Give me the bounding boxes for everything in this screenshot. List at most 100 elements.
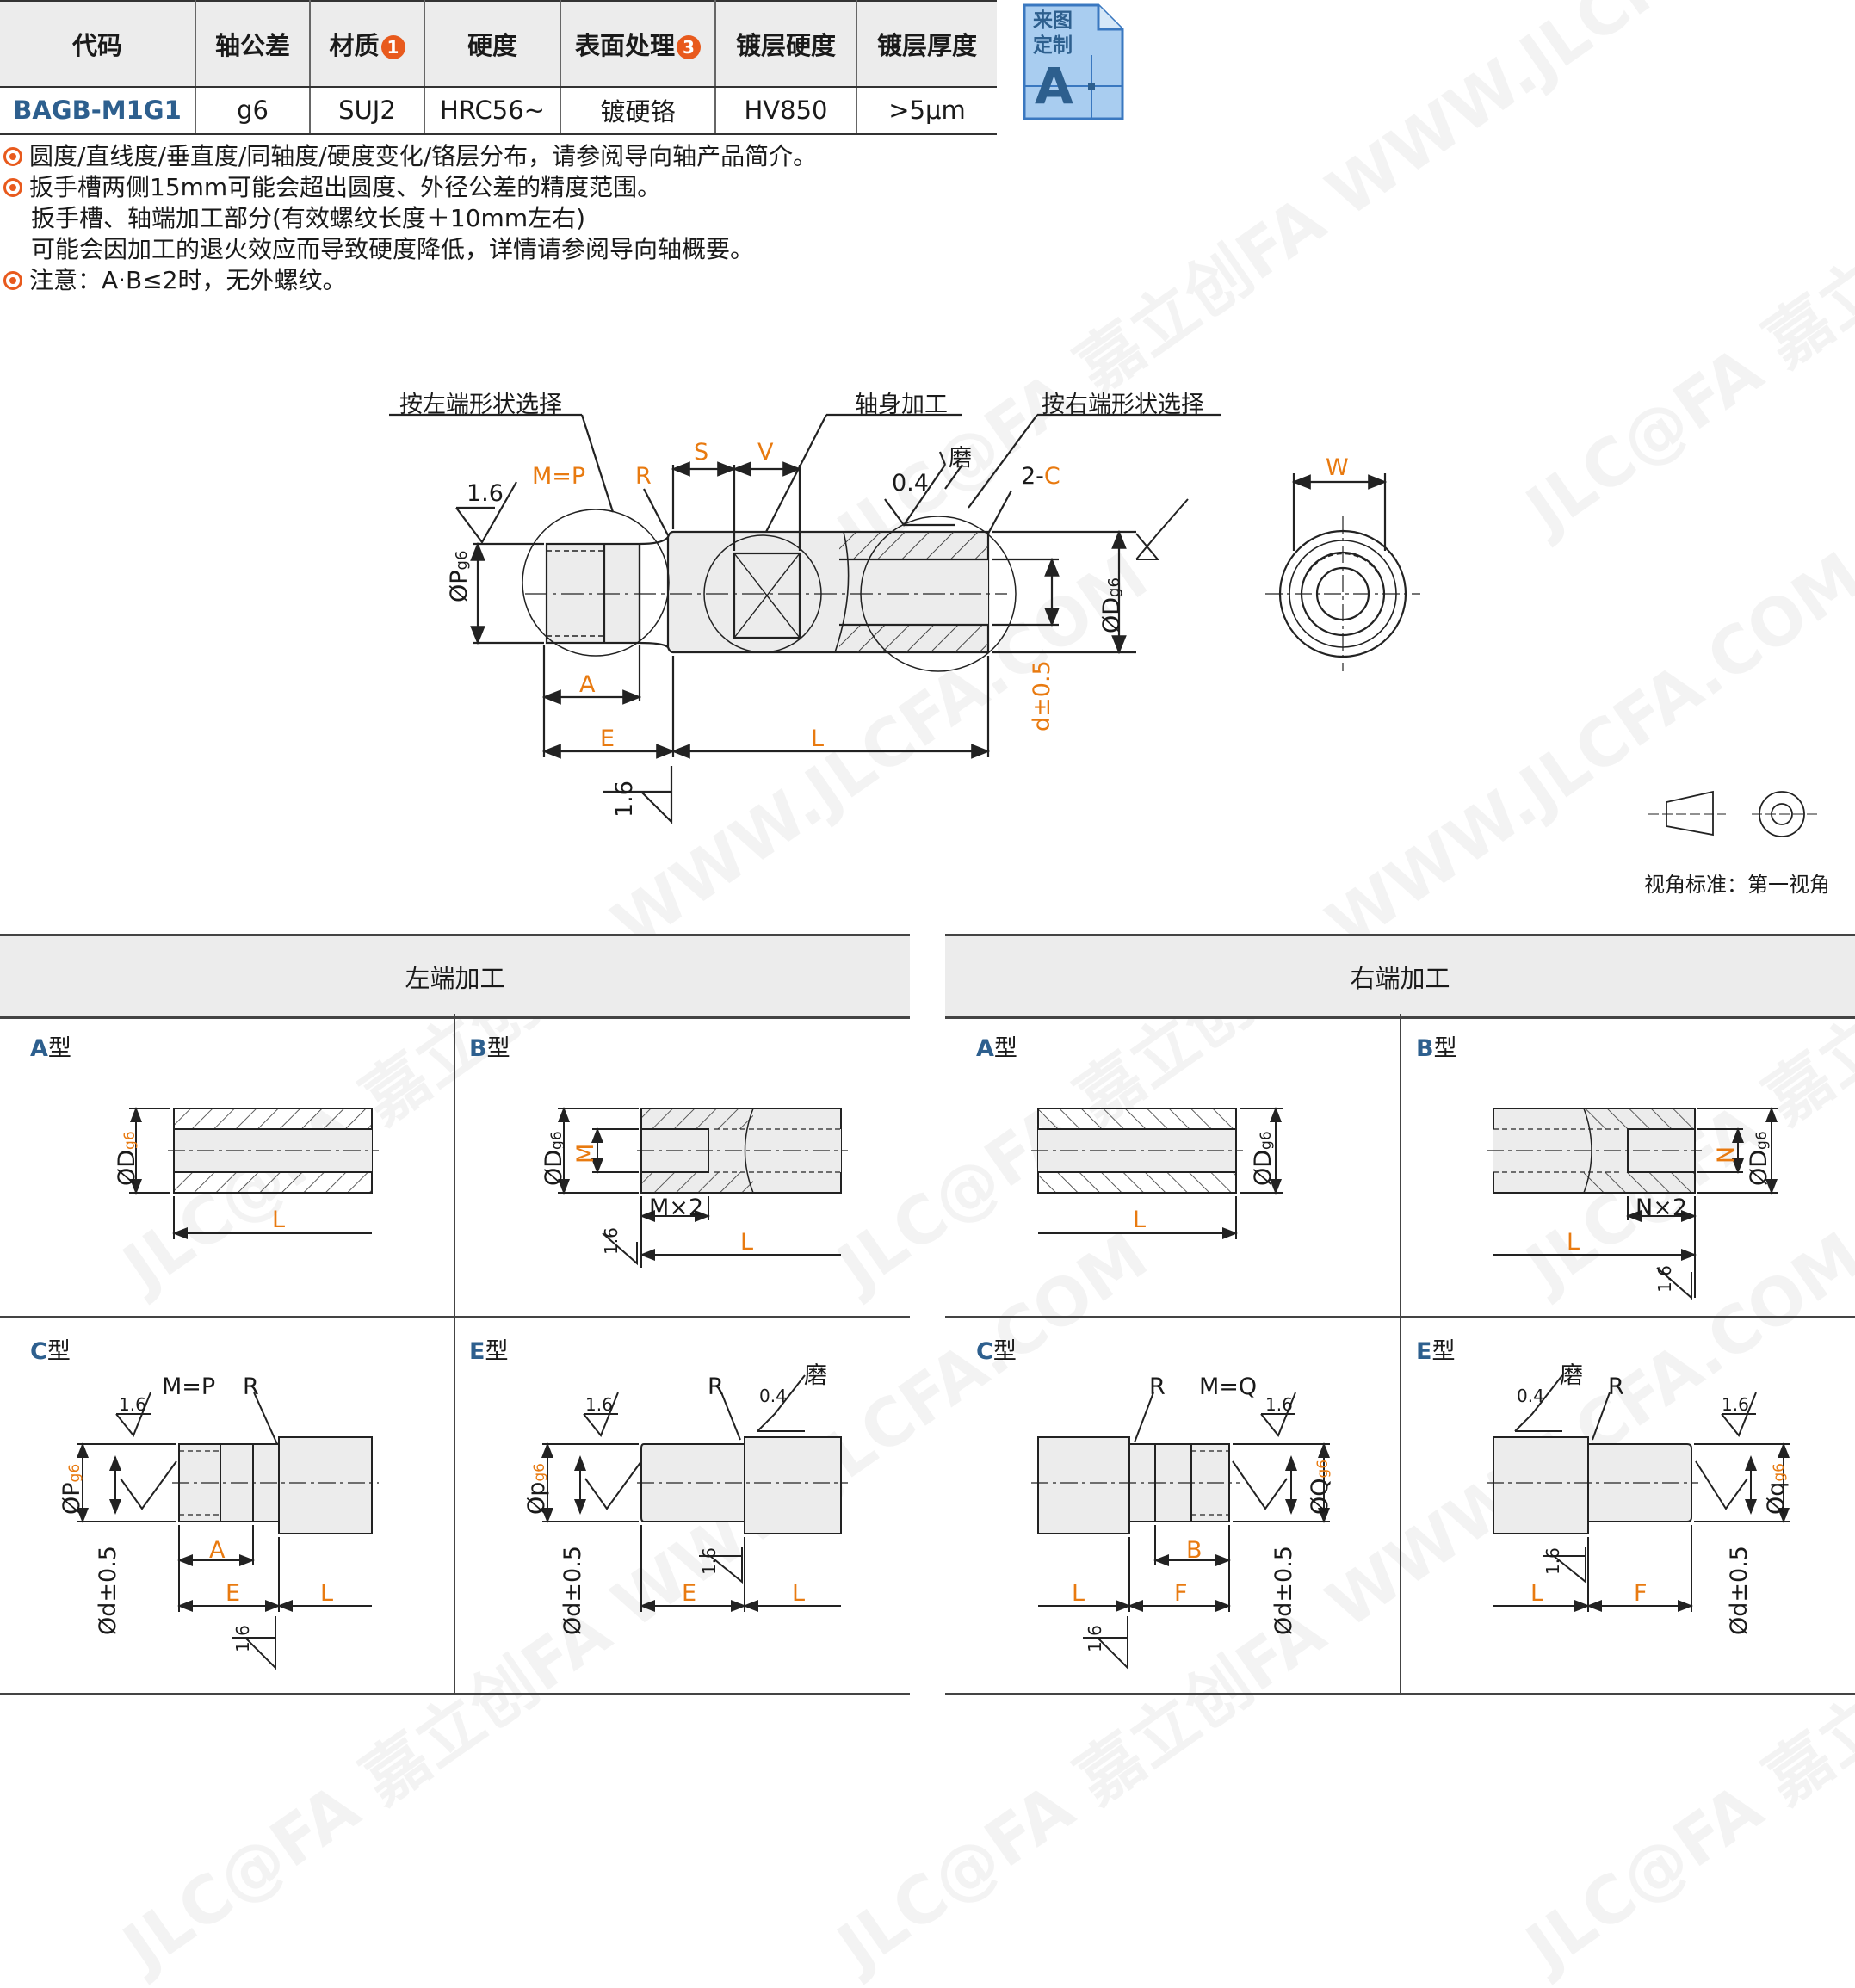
cell-material: SUJ2 xyxy=(310,87,425,135)
label-f: F xyxy=(1174,1580,1188,1607)
label-g6: g6 xyxy=(1258,1131,1275,1150)
type-label-left-b: B型 xyxy=(469,1035,510,1062)
label-rough: 1.6 xyxy=(1085,1625,1105,1652)
badge-line2: 定制 xyxy=(1033,34,1073,57)
label-f: F xyxy=(1634,1580,1648,1607)
label-r: R xyxy=(635,463,652,490)
cell-hardness: HRC56~ xyxy=(424,87,561,135)
label-rough: 1.6 xyxy=(699,1547,720,1575)
label-l: L xyxy=(1530,1580,1544,1607)
label-g6: g6 xyxy=(1105,577,1123,597)
badge-letter: A xyxy=(1035,57,1073,115)
note-mark-3: 3 xyxy=(677,35,701,59)
label-g6: g6 xyxy=(66,1463,83,1483)
label-rough: 1.6 xyxy=(1265,1394,1293,1415)
label-n: N xyxy=(1713,1145,1740,1164)
note-mark-1: 1 xyxy=(380,35,405,59)
label-phiq: ØQ xyxy=(1307,1478,1333,1515)
label-l: L xyxy=(272,1207,286,1233)
label-r: R xyxy=(1608,1374,1624,1400)
label-g6: g6 xyxy=(548,1131,566,1150)
label-chamfer: 2- xyxy=(1021,463,1044,490)
custom-drawing-badge: 来图 定制 A xyxy=(1023,3,1124,120)
label-l: L xyxy=(1072,1580,1085,1607)
label-g6: g6 xyxy=(1314,1459,1332,1479)
label-rough04: 0.4 xyxy=(759,1386,787,1406)
cell-surface: 镀硬铬 xyxy=(560,87,716,135)
label-phid: ØD xyxy=(1098,596,1125,633)
label-rough-16: 1.6 xyxy=(467,480,504,507)
label-r: R xyxy=(708,1374,724,1400)
label-g6: g6 xyxy=(531,1463,548,1482)
label-b: B xyxy=(1186,1537,1203,1564)
label-dtol: Ød±0.5 xyxy=(560,1546,586,1635)
label-grind: 磨 xyxy=(804,1362,827,1389)
label-mp: M=P xyxy=(162,1374,216,1400)
section-right-header: 右端加工 xyxy=(945,934,1855,1019)
type-label-left-c: C型 xyxy=(30,1338,71,1365)
label-v: V xyxy=(757,439,774,466)
label-left-select: 按左端形状选择 xyxy=(399,392,562,418)
type-label-right-e: E型 xyxy=(1416,1338,1456,1365)
note-item: 扳手槽、轴端加工部分(有效螺纹长度＋10mm左右) xyxy=(31,204,586,232)
label-right-select: 按右端形状选择 xyxy=(1042,392,1204,418)
label-grind: 磨 xyxy=(949,445,972,472)
label-mq: M=Q xyxy=(1199,1374,1258,1400)
note-item: 圆度/直线度/垂直度/同轴度/硬度变化/铬层分布，请参阅导向轴产品简介。 xyxy=(0,141,817,172)
label-l: L xyxy=(792,1580,806,1607)
label-rough-16-bottom: 1.6 xyxy=(611,781,638,818)
label-g6: g6 xyxy=(1753,1131,1771,1150)
view-standard: 视角标准：第一视角 xyxy=(1644,873,1830,897)
cell-plating-thickness: >5μm xyxy=(856,87,997,135)
header-plating-hardness: 镀层硬度 xyxy=(715,0,857,88)
label-rough: 1.6 xyxy=(1543,1547,1563,1575)
label-nx2: N×2 xyxy=(1635,1195,1687,1221)
cell-tolerance: g6 xyxy=(195,87,311,135)
label-a: A xyxy=(579,671,596,698)
note-item: 可能会因加工的退火效应而导致硬度降低，详情请参阅导向轴概要。 xyxy=(31,235,755,263)
label-phid: ØD xyxy=(541,1149,567,1186)
label-s: S xyxy=(694,439,709,466)
label-phip: ØP xyxy=(446,570,473,602)
cell-plating-hardness: HV850 xyxy=(715,87,857,135)
label-l: L xyxy=(320,1580,334,1607)
type-label-left-a: A型 xyxy=(30,1035,71,1062)
label-g6: g6 xyxy=(1771,1463,1788,1482)
label-l: L xyxy=(740,1229,754,1256)
label-phid: ØD xyxy=(1250,1149,1277,1186)
label-dtol: Ød±0.5 xyxy=(1271,1546,1297,1635)
bullet-icon xyxy=(3,271,22,290)
header-code: 代码 xyxy=(0,0,196,88)
label-phid: ØD xyxy=(1746,1149,1772,1186)
label-e: E xyxy=(226,1580,241,1607)
type-label-right-a: A型 xyxy=(976,1035,1017,1062)
badge-line1: 来图 xyxy=(1033,9,1073,32)
label-l: L xyxy=(1133,1207,1147,1233)
type-label-left-e: E型 xyxy=(469,1338,509,1365)
label-d-tol: d±0.5 xyxy=(1029,660,1055,732)
note-item: 扳手槽两侧15mm可能会超出圆度、外径公差的精度范围。 xyxy=(0,172,817,203)
label-w: W xyxy=(1326,454,1349,481)
cell-code: BAGB-M1G1 xyxy=(0,87,196,135)
label-mx2: M×2 xyxy=(649,1195,704,1221)
header-plating-thickness: 镀层厚度 xyxy=(856,0,997,88)
notes: 圆度/直线度/垂直度/同轴度/硬度变化/铬层分布，请参阅导向轴产品简介。 扳手槽… xyxy=(0,141,817,296)
label-phid: ØD xyxy=(114,1149,140,1186)
main-shaft-drawing xyxy=(389,413,1818,837)
label-m: M xyxy=(572,1143,599,1164)
label-g6: g6 xyxy=(121,1131,139,1150)
label-grind: 磨 xyxy=(1560,1362,1583,1389)
label-phiq: Øq xyxy=(1763,1481,1790,1515)
label-dtol: Ød±0.5 xyxy=(1726,1546,1753,1635)
label-phip: Øp xyxy=(523,1481,550,1515)
label-r: R xyxy=(1149,1374,1166,1400)
label-rough: 1.6 xyxy=(1654,1265,1675,1293)
label-dtol: Ød±0.5 xyxy=(95,1546,121,1635)
label-mp: M=P xyxy=(532,463,586,490)
label-g6: g6 xyxy=(453,550,471,571)
document-icon xyxy=(1023,3,1124,120)
type-label-right-b: B型 xyxy=(1416,1035,1457,1062)
header-hardness: 硬度 xyxy=(424,0,561,88)
